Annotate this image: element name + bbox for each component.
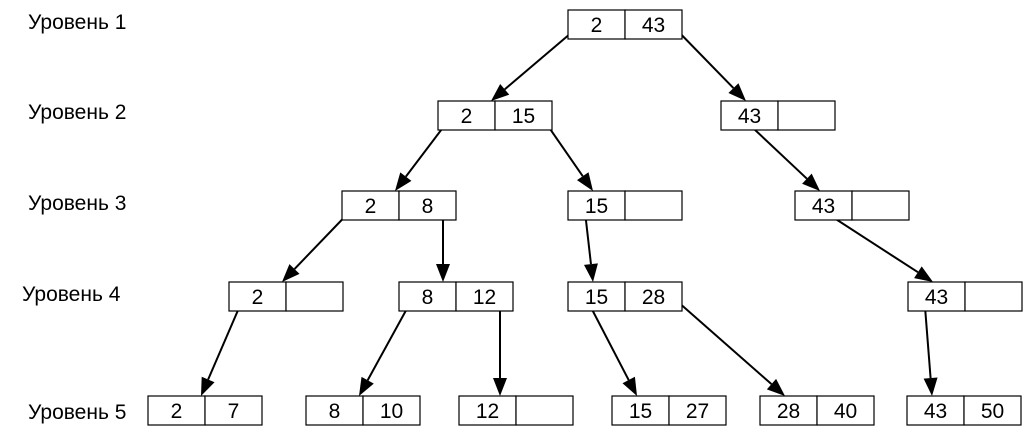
node-cell (964, 281, 1023, 312)
node-key: 8 (422, 195, 434, 218)
arrowhead-icon (923, 377, 938, 396)
node-cell (567, 9, 626, 40)
node-key: 15 (585, 286, 608, 309)
level-label-2: Уровень 2 (28, 101, 126, 124)
arrowhead-icon (584, 263, 598, 282)
node-key: 43 (924, 400, 947, 423)
node-cell (720, 100, 779, 131)
node-cell (494, 100, 553, 131)
arrowhead-icon (201, 376, 215, 396)
arrowhead-icon (728, 83, 746, 101)
arrowhead-icon (491, 84, 510, 101)
node-key: 50 (981, 400, 1004, 423)
node-key: 40 (834, 400, 857, 423)
arrowhead-icon (802, 173, 820, 191)
node-key: 2 (365, 195, 377, 218)
node-key: 12 (476, 400, 499, 423)
node-key: 8 (329, 400, 341, 423)
node-key: 27 (686, 400, 709, 423)
node-key: 43 (925, 286, 948, 309)
node-cell (624, 281, 683, 312)
node-cell (437, 100, 496, 131)
level-label-3: Уровень 3 (28, 192, 126, 215)
node-key: 15 (585, 195, 608, 218)
node-key: 15 (629, 400, 652, 423)
node-key: 2 (461, 105, 473, 128)
node-key: 43 (738, 105, 761, 128)
node-cell (611, 395, 670, 426)
node-key: 15 (512, 105, 535, 128)
node-key: 43 (642, 14, 665, 37)
node-key: 7 (228, 400, 240, 423)
node-key: 10 (380, 400, 403, 423)
node-key: 12 (473, 286, 496, 309)
tree-node: 2 15 (437, 100, 553, 131)
node-cell (624, 190, 683, 221)
node-cell (398, 190, 457, 221)
level-label-5: Уровень 5 (28, 401, 126, 424)
node-cell (341, 190, 400, 221)
node-cell (624, 9, 683, 40)
tree-node: 12 (458, 395, 574, 426)
node-key: 2 (591, 14, 603, 37)
node-key: 2 (171, 400, 183, 423)
arrowhead-icon (359, 376, 374, 396)
node-cell (147, 395, 206, 426)
tree-node: 28 40 (759, 395, 875, 426)
node-cell (567, 281, 626, 312)
node-key: 2 (252, 286, 264, 309)
node-cell (963, 395, 1022, 426)
arrowhead-icon (766, 378, 785, 396)
node-cell (455, 281, 514, 312)
tree-node: 43 50 (906, 395, 1022, 426)
tree-node: 2 43 (567, 9, 683, 40)
node-cell (816, 395, 875, 426)
tree-node: 2 (228, 281, 344, 312)
node-cell (794, 190, 853, 221)
arrowhead-icon (395, 172, 412, 191)
node-cell (228, 281, 287, 312)
tree-node: 43 (794, 190, 910, 221)
tree-node: 43 (720, 100, 836, 131)
node-cell (906, 395, 965, 426)
tree-node: 15 (567, 190, 683, 221)
node-key: 8 (422, 286, 434, 309)
level-label-1: Уровень 1 (28, 11, 126, 34)
arrowhead-icon (622, 376, 637, 396)
node-key: 43 (812, 195, 835, 218)
node-key: 28 (642, 286, 665, 309)
level-label-4: Уровень 4 (22, 283, 121, 306)
tree-node: 43 (907, 281, 1023, 312)
node-cell (458, 395, 517, 426)
arrowhead-icon (493, 378, 507, 396)
tree-node: 8 10 (305, 395, 421, 426)
node-cell (362, 395, 421, 426)
node-cell (668, 395, 727, 426)
edge-line (668, 293, 773, 385)
arrowhead-icon (282, 264, 300, 282)
node-cell (851, 190, 910, 221)
node-cell (567, 190, 626, 221)
node-cell (515, 395, 574, 426)
level-labels: Уровень 1 Уровень 2 Уровень 3 Уровень 4 … (22, 11, 126, 424)
node-cell (204, 395, 263, 426)
arrowhead-icon (436, 264, 450, 282)
arrowhead-icon (914, 266, 933, 282)
node-cell (285, 281, 344, 312)
arrowhead-icon (576, 172, 593, 191)
node-cell (398, 281, 457, 312)
tree-node: 8 12 (398, 281, 514, 312)
node-key: 28 (777, 400, 800, 423)
node-cell (777, 100, 836, 131)
